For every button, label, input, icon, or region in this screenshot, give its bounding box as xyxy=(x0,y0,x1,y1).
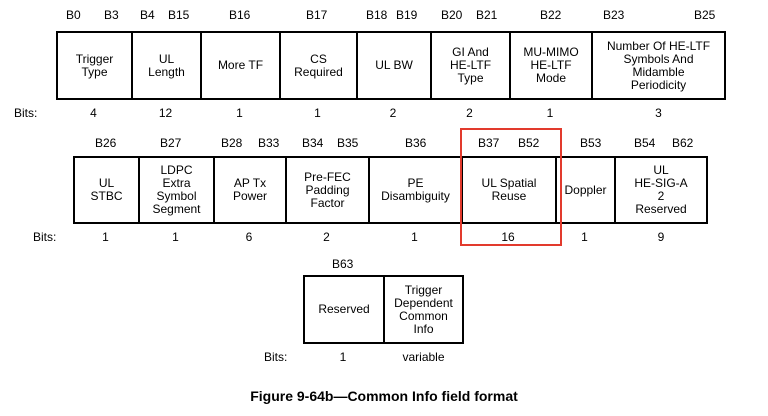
bits-ul-stbc: 1 xyxy=(102,230,109,244)
bits-mu-mimo: 1 xyxy=(546,106,554,120)
bits-pe-disambiguity: 1 xyxy=(411,230,418,244)
bits-ap-tx-power: 6 xyxy=(245,230,253,244)
bit-label-b27: B27 xyxy=(160,136,182,150)
field-more-tf: More TF xyxy=(202,33,281,98)
figure-caption: Figure 9-64b—Common Info field format xyxy=(250,388,518,404)
field-pe-disambiguity: PE Disambiguity xyxy=(370,158,463,222)
field-gi-he-ltf-type: GI And HE-LTF Type xyxy=(432,33,511,98)
bits-trigger-dependent-common-info: variable xyxy=(402,350,445,364)
bit-label-b19: B19 xyxy=(396,8,418,22)
bit-label-b23: B23 xyxy=(603,8,625,22)
bit-label-b20: B20 xyxy=(441,8,463,22)
field-ul-he-sig-a2-reserved: UL HE-SIG-A 2 Reserved xyxy=(634,163,688,216)
bits-label-row3: Bits: xyxy=(264,350,288,364)
bit-label-b16: B16 xyxy=(229,8,251,22)
field-reserved: Reserved xyxy=(305,277,385,342)
bits-more-tf: 1 xyxy=(236,106,243,120)
bits-ul-spatial-reuse: 16 xyxy=(501,230,515,244)
field-ul-stbc: UL STBC xyxy=(75,158,140,222)
bit-label-b62: B62 xyxy=(672,136,694,150)
bits-pre-fec: 2 xyxy=(323,230,330,244)
bit-label-b25: B25 xyxy=(694,8,716,22)
bits-ul-length: 12 xyxy=(158,106,173,120)
bits-he-ltf-symbols: 3 xyxy=(655,106,662,120)
field-ap-tx-power: AP Tx Power xyxy=(215,158,287,222)
bit-label-b53: B53 xyxy=(580,136,602,150)
field-ul-length: UL Length xyxy=(133,33,202,98)
bit-label-b22: B22 xyxy=(540,8,562,22)
field-he-ltf-symbols-midamble: Number Of HE-LTF Symbols And Midamble Pe… xyxy=(606,38,711,92)
bits-ul-bw: 2 xyxy=(389,106,397,120)
bit-label-b15: B15 xyxy=(168,8,190,22)
bit-label-b37: B37 xyxy=(478,136,500,150)
bit-label-b52: B52 xyxy=(518,136,540,150)
bits-ldpc: 1 xyxy=(172,230,179,244)
field-ul-spatial-reuse: UL Spatial Reuse xyxy=(463,158,557,222)
row3-fields: Reserved Trigger Dependent Common Info xyxy=(303,275,464,344)
field-pre-fec-padding-factor: Pre-FEC Padding Factor xyxy=(287,158,370,222)
highlight-ul-spatial-reuse xyxy=(460,128,562,246)
bit-label-b0: B0 xyxy=(66,8,81,22)
bits-reserved: 1 xyxy=(339,350,347,364)
row2-fields: UL STBC LDPC Extra Symbol Segment AP Tx … xyxy=(73,156,708,224)
field-cs-required: CS Required xyxy=(281,33,358,98)
bits-trigger-type: 4 xyxy=(90,106,97,120)
bit-label-b21: B21 xyxy=(476,8,498,22)
bit-label-b35: B35 xyxy=(337,136,359,150)
bit-label-b36: B36 xyxy=(405,136,427,150)
bits-gi-he-ltf-type: 2 xyxy=(466,106,473,120)
bit-label-b17: B17 xyxy=(306,8,328,22)
bit-label-b33: B33 xyxy=(258,136,280,150)
bit-label-b26: B26 xyxy=(95,136,117,150)
bit-label-b34: B34 xyxy=(302,136,324,150)
bits-ul-he-sig-a2-reserved: 9 xyxy=(657,230,665,244)
bit-label-b18: B18 xyxy=(366,8,388,22)
bit-label-b28: B28 xyxy=(221,136,243,150)
field-trigger-type: Trigger Type xyxy=(58,33,133,98)
bit-label-b63: B63 xyxy=(332,257,354,271)
field-trigger-dependent-common-info: Trigger Dependent Common Info xyxy=(394,282,453,336)
bits-doppler: 1 xyxy=(581,230,588,244)
field-doppler: Doppler xyxy=(557,158,616,222)
row1-fields: Trigger Type UL Length More TF CS Requir… xyxy=(56,31,726,100)
field-mu-mimo-he-ltf-mode: MU-MIMO HE-LTF Mode xyxy=(511,33,593,98)
bit-label-b3: B3 xyxy=(104,8,119,22)
bits-cs-required: 1 xyxy=(314,106,321,120)
field-ldpc-extra-symbol-segment: LDPC Extra Symbol Segment xyxy=(140,158,215,222)
bit-label-b4: B4 xyxy=(140,8,155,22)
bit-label-b54: B54 xyxy=(634,136,656,150)
bits-label-row1: Bits: xyxy=(14,106,38,120)
field-ul-bw: UL BW xyxy=(358,33,432,98)
bits-label-row2: Bits: xyxy=(33,230,57,244)
